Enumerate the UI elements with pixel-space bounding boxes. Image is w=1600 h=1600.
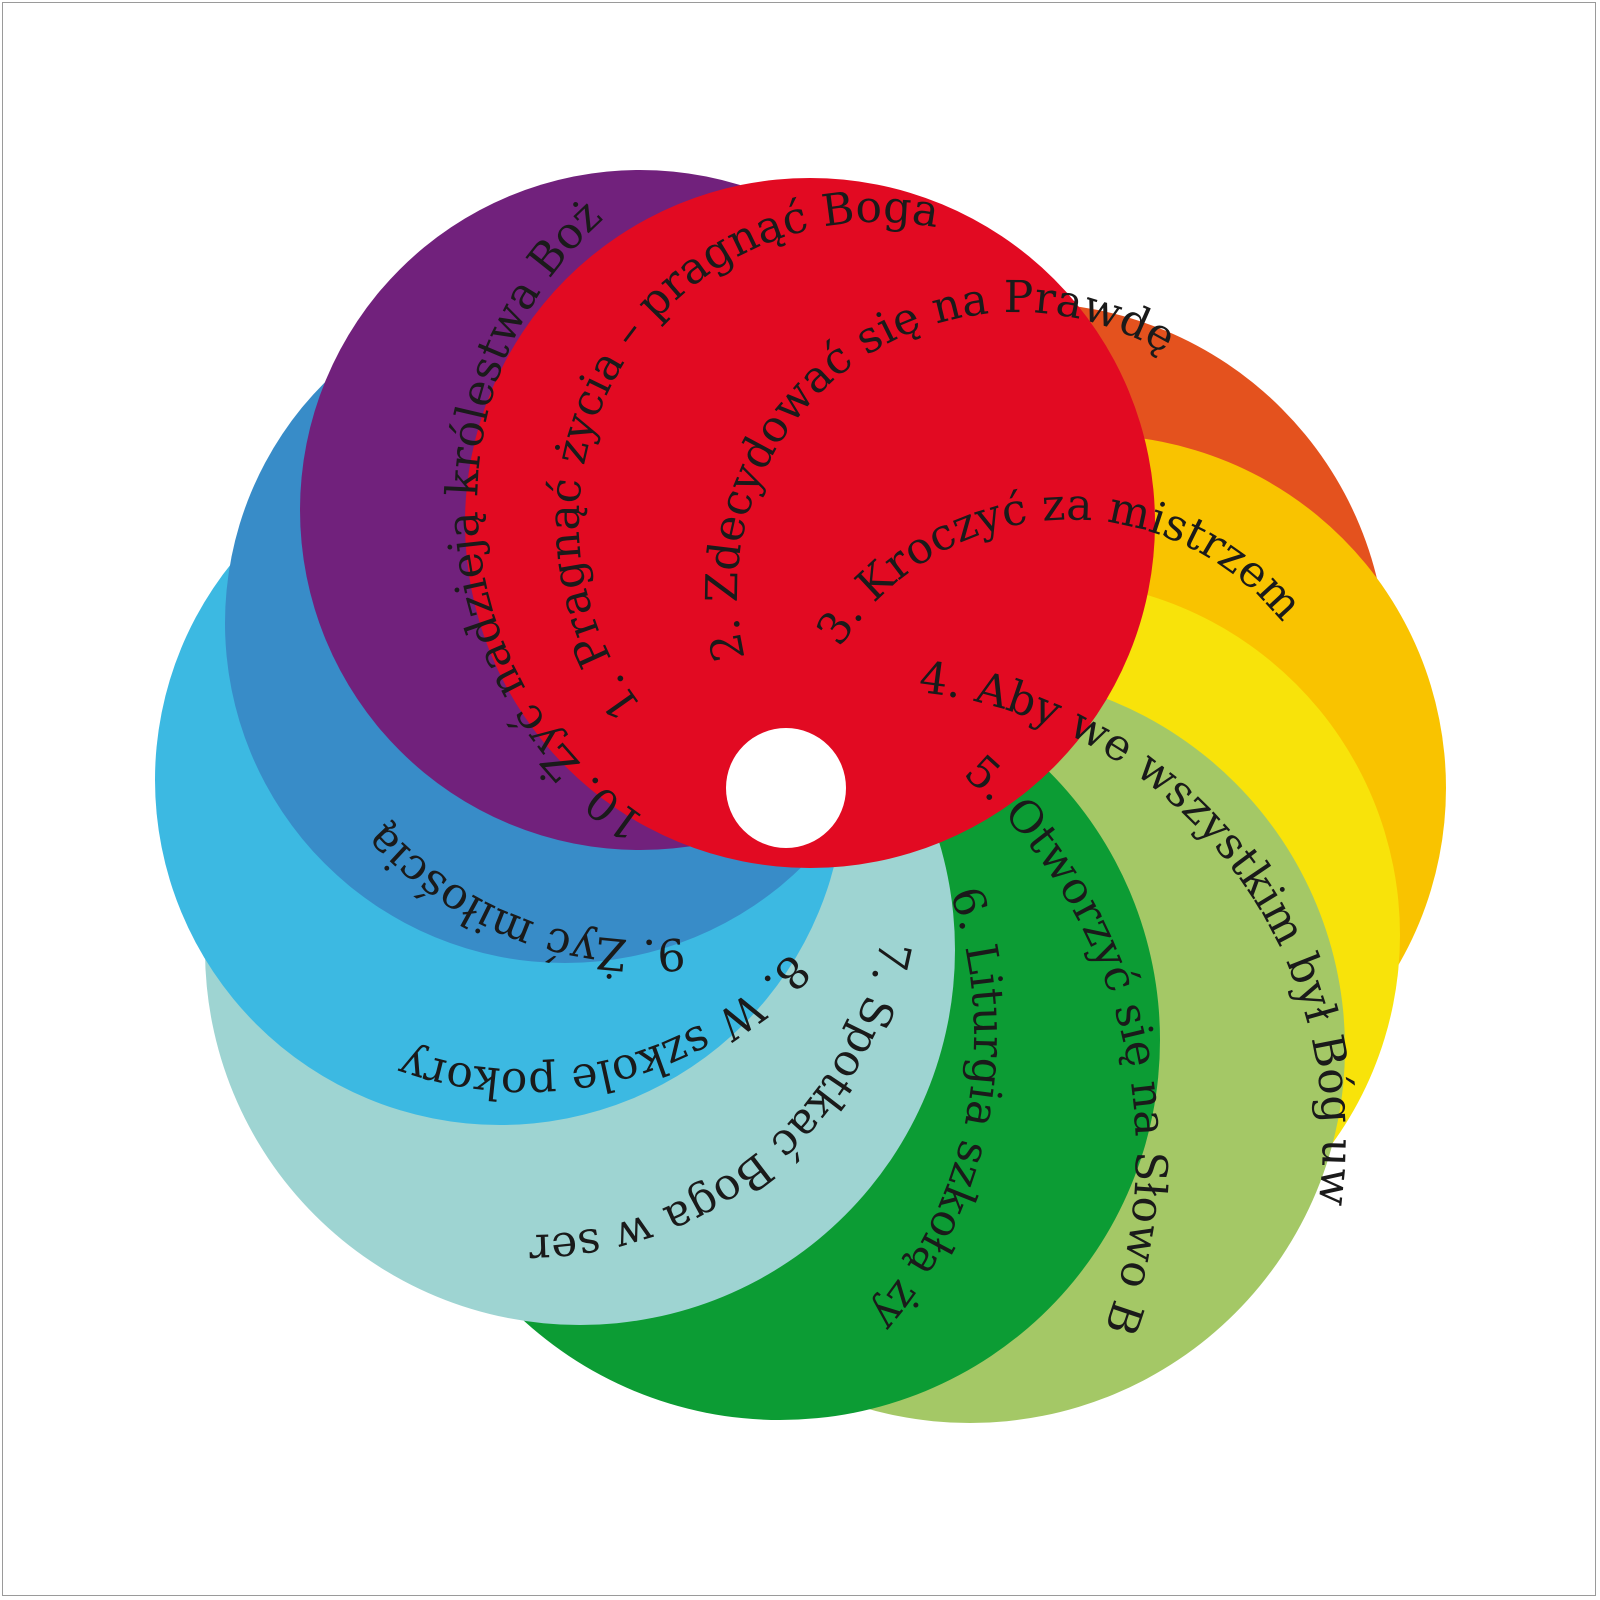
center-hole (726, 728, 846, 848)
segment-1-shape (465, 178, 1155, 868)
